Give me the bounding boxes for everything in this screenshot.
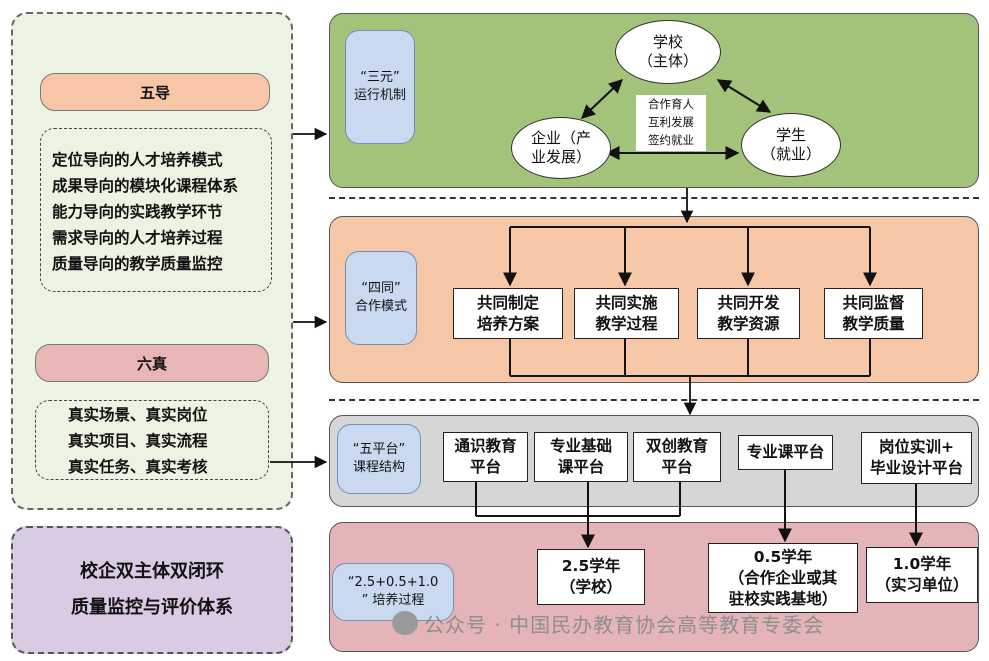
year-box-line2: （学校） (559, 578, 622, 596)
year-box-line2: （合作企业或其 (728, 568, 838, 587)
quality-system-line1: 校企双主体双闭环 (80, 561, 224, 582)
wechat-icon (392, 611, 418, 635)
separator-line (329, 197, 979, 199)
wupingtai-label-line2: 课程结构 (352, 460, 405, 475)
platform-box: 专业课平台 (738, 435, 833, 470)
wudao-title: 五导 (40, 73, 270, 111)
enterprise-line1: 企业（产 (530, 129, 591, 147)
year-box-line1: 1.0学年 (892, 555, 952, 573)
sitong-label-line1: “四同” (361, 281, 401, 296)
platform-box-line1: 双创教育 (645, 437, 708, 455)
sitong-box-line2: 教学资源 (717, 314, 780, 333)
training-process-label: “2.5+0.5+1.0 ” 培养过程 (332, 563, 454, 621)
watermark-text: 公众号 · 中国民办教育协会高等教育专委会 (424, 613, 825, 637)
platform-box: 双创教育 平台 (633, 432, 721, 482)
sitong-box: 共同开发 教学资源 (697, 288, 800, 339)
training-process-label-line1: “2.5+0.5+1.0 (347, 575, 439, 590)
platform-box-line1: 专业基础 (549, 437, 612, 455)
enterprise-node: 企业（产 业发展） (511, 117, 611, 179)
year-box-line3: 驻校实践基地） (728, 589, 838, 608)
sitong-box-line1: 共同制定 (476, 293, 539, 312)
liuzhen-item: 真实场景、真实岗位 (68, 406, 208, 424)
wudao-item: 定位导向的人才培养模式 (52, 151, 223, 169)
training-process-label-line2: ” 培养过程 (361, 593, 425, 608)
platform-box: 通识教育 平台 (443, 432, 528, 482)
liuzhen-title: 六真 (35, 344, 269, 382)
platform-box: 岗位实训+ 毕业设计平台 (861, 432, 972, 484)
sitong-box: 共同实施 教学过程 (574, 288, 679, 339)
sitong-box: 共同制定 培养方案 (453, 288, 563, 339)
sitong-box: 共同监督 教学质量 (824, 288, 923, 339)
platform-box-line2: 平台 (661, 458, 693, 476)
wupingtai-label-line1: “五平台” (352, 442, 406, 457)
year-box: 2.5学年 （学校） (537, 549, 645, 605)
sanyuan-label-line2: 运行机制 (353, 88, 406, 103)
arrow-school-enterprise (580, 79, 624, 119)
quality-system-line2: 质量监控与评价体系 (71, 597, 233, 618)
cooperation-line: 签约就业 (648, 133, 694, 147)
year-box-line2: （实习单位） (875, 576, 969, 594)
wudao-title-text: 五导 (139, 83, 170, 102)
sitong-box-line2: 教学过程 (595, 314, 658, 333)
wupingtai-label: “五平台” 课程结构 (337, 424, 421, 494)
platform-box-line2: 平台 (469, 458, 501, 476)
year-box-line1: 2.5学年 (561, 557, 621, 575)
sitong-box-line2: 教学质量 (842, 314, 905, 333)
platform-box-line2: 课平台 (557, 458, 605, 476)
cooperation-line: 互利发展 (648, 115, 694, 129)
school-node: 学校 （主体） (615, 20, 721, 84)
sitong-box-line1: 共同监督 (842, 293, 905, 312)
student-line2: （就业） (760, 145, 821, 163)
sanyuan-label: “三元” 运行机制 (345, 30, 415, 144)
wudao-item: 能力导向的实践教学环节 (52, 203, 223, 221)
school-line1: 学校 (652, 33, 683, 51)
sitong-label-line2: 合作模式 (354, 299, 407, 314)
year-box-line1: 0.5学年 (753, 547, 813, 566)
year-box: 1.0学年 （实习单位） (866, 547, 978, 603)
liuzhen-list: 真实场景、真实岗位 真实项目、真实流程 真实任务、真实考核 (35, 400, 269, 480)
sitong-box-line1: 共同开发 (717, 293, 780, 312)
quality-system-box: 校企双主体双闭环 质量监控与评价体系 (11, 526, 293, 654)
cooperation-text: 合作育人 互利发展 签约就业 (636, 95, 706, 151)
wudao-item: 成果导向的模块化课程体系 (52, 177, 239, 195)
school-line2: （主体） (637, 52, 698, 70)
student-node: 学生 （就业） (741, 113, 841, 177)
student-line1: 学生 (775, 126, 806, 144)
enterprise-line2: 业发展） (530, 148, 591, 166)
wudao-item: 质量导向的教学质量监控 (52, 255, 223, 273)
sitong-box-line2: 培养方案 (476, 314, 539, 333)
wudao-item: 需求导向的人才培养过程 (52, 229, 223, 247)
liuzhen-item: 真实项目、真实流程 (68, 432, 208, 450)
platform-box-line2: 毕业设计平台 (869, 459, 963, 477)
year-box: 0.5学年 （合作企业或其 驻校实践基地） (708, 543, 858, 613)
platform-box-line1: 专业课平台 (746, 443, 825, 461)
cooperation-line: 合作育人 (648, 97, 694, 111)
arrow-school-student (716, 79, 772, 113)
liuzhen-title-text: 六真 (136, 354, 167, 373)
sitong-label: “四同” 合作模式 (345, 251, 417, 345)
sitong-box-line1: 共同实施 (595, 293, 658, 312)
liuzhen-item: 真实任务、真实考核 (68, 458, 208, 476)
platform-box-line1: 岗位实训+ (879, 438, 954, 456)
platform-box-line1: 通识教育 (454, 437, 517, 455)
wudao-list: 定位导向的人才培养模式 成果导向的模块化课程体系 能力导向的实践教学环节 需求导… (40, 128, 272, 292)
platform-box: 专业基础 课平台 (534, 432, 628, 482)
separator-line (329, 399, 979, 401)
sanyuan-label-line1: “三元” (360, 70, 400, 85)
